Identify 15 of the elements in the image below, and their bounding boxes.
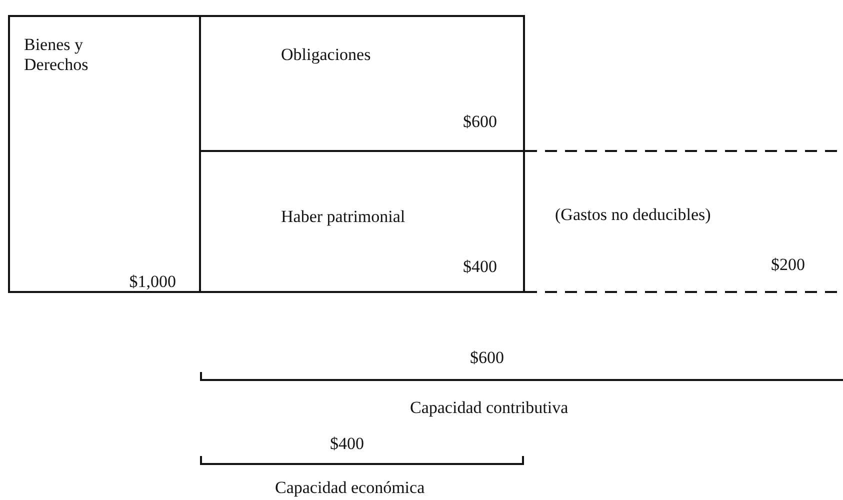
- amount-label: $200: [771, 255, 805, 275]
- caption-label: Capacidad contributiva: [410, 398, 568, 418]
- account-box: [199, 15, 525, 152]
- amount-label: $600: [470, 348, 504, 368]
- amount-label: $400: [463, 257, 497, 277]
- amount-label: $600: [463, 112, 497, 132]
- amount-label: $1,000: [129, 272, 176, 292]
- heading-label: Bienes y Derechos: [24, 35, 90, 75]
- heading-label: (Gastos no deducibles): [555, 205, 712, 225]
- heading-label: Obligaciones: [281, 45, 372, 65]
- account-box: [8, 15, 201, 293]
- amount-label: $400: [330, 434, 364, 454]
- heading-label: Haber patrimonial: [281, 207, 406, 227]
- account-box: [199, 150, 525, 293]
- caption-label: Capacidad económica: [275, 478, 425, 498]
